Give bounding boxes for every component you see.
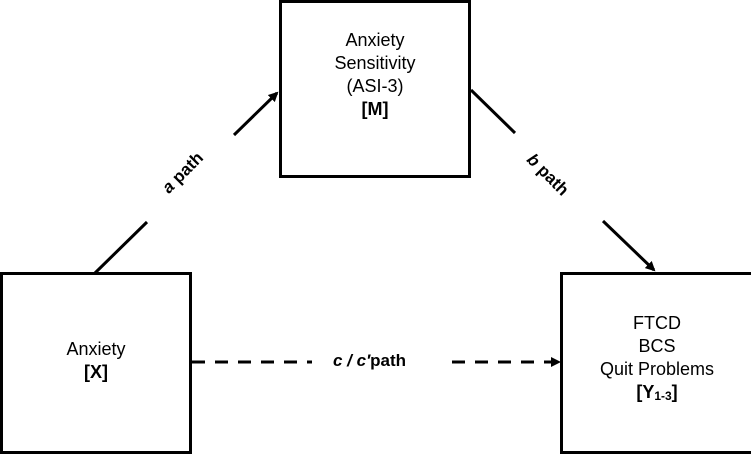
mediator-box: Anxiety Sensitivity (ASI-3) [M] <box>279 0 471 178</box>
predictor-line-1: Anxiety <box>66 339 126 359</box>
a-path-line-upper <box>232 91 279 137</box>
c-path-label: c / c′path <box>333 351 406 371</box>
predictor-box: Anxiety [X] <box>0 272 192 454</box>
outcome-line-3: Quit Problems <box>599 359 715 379</box>
outcome-tag-close: ] <box>671 382 678 402</box>
c-path-letter: c / c′ <box>333 351 371 370</box>
predictor-tag: [X] <box>84 362 108 382</box>
mediator-line-1: Anxiety <box>345 30 405 50</box>
b-path-line-lower <box>601 219 656 272</box>
outcome-tag-sub: 1-3 <box>654 389 672 403</box>
outcome-tag-main: [Y <box>636 382 655 402</box>
mediator-tag: [M] <box>361 99 389 119</box>
a-path-line-lower <box>93 220 149 275</box>
mediator-line-3: (ASI-3) <box>346 76 404 96</box>
outcome-tag: [Y1-3] <box>636 381 677 408</box>
outcome-box: FTCD BCS Quit Problems [Y1-3] <box>560 272 751 454</box>
c-path-word: path <box>370 351 407 370</box>
outcome-line-1: FTCD <box>633 313 681 333</box>
b-path-line-upper <box>469 88 517 135</box>
mediator-line-2: Sensitivity <box>334 53 416 73</box>
outcome-line-2: BCS <box>638 336 676 356</box>
